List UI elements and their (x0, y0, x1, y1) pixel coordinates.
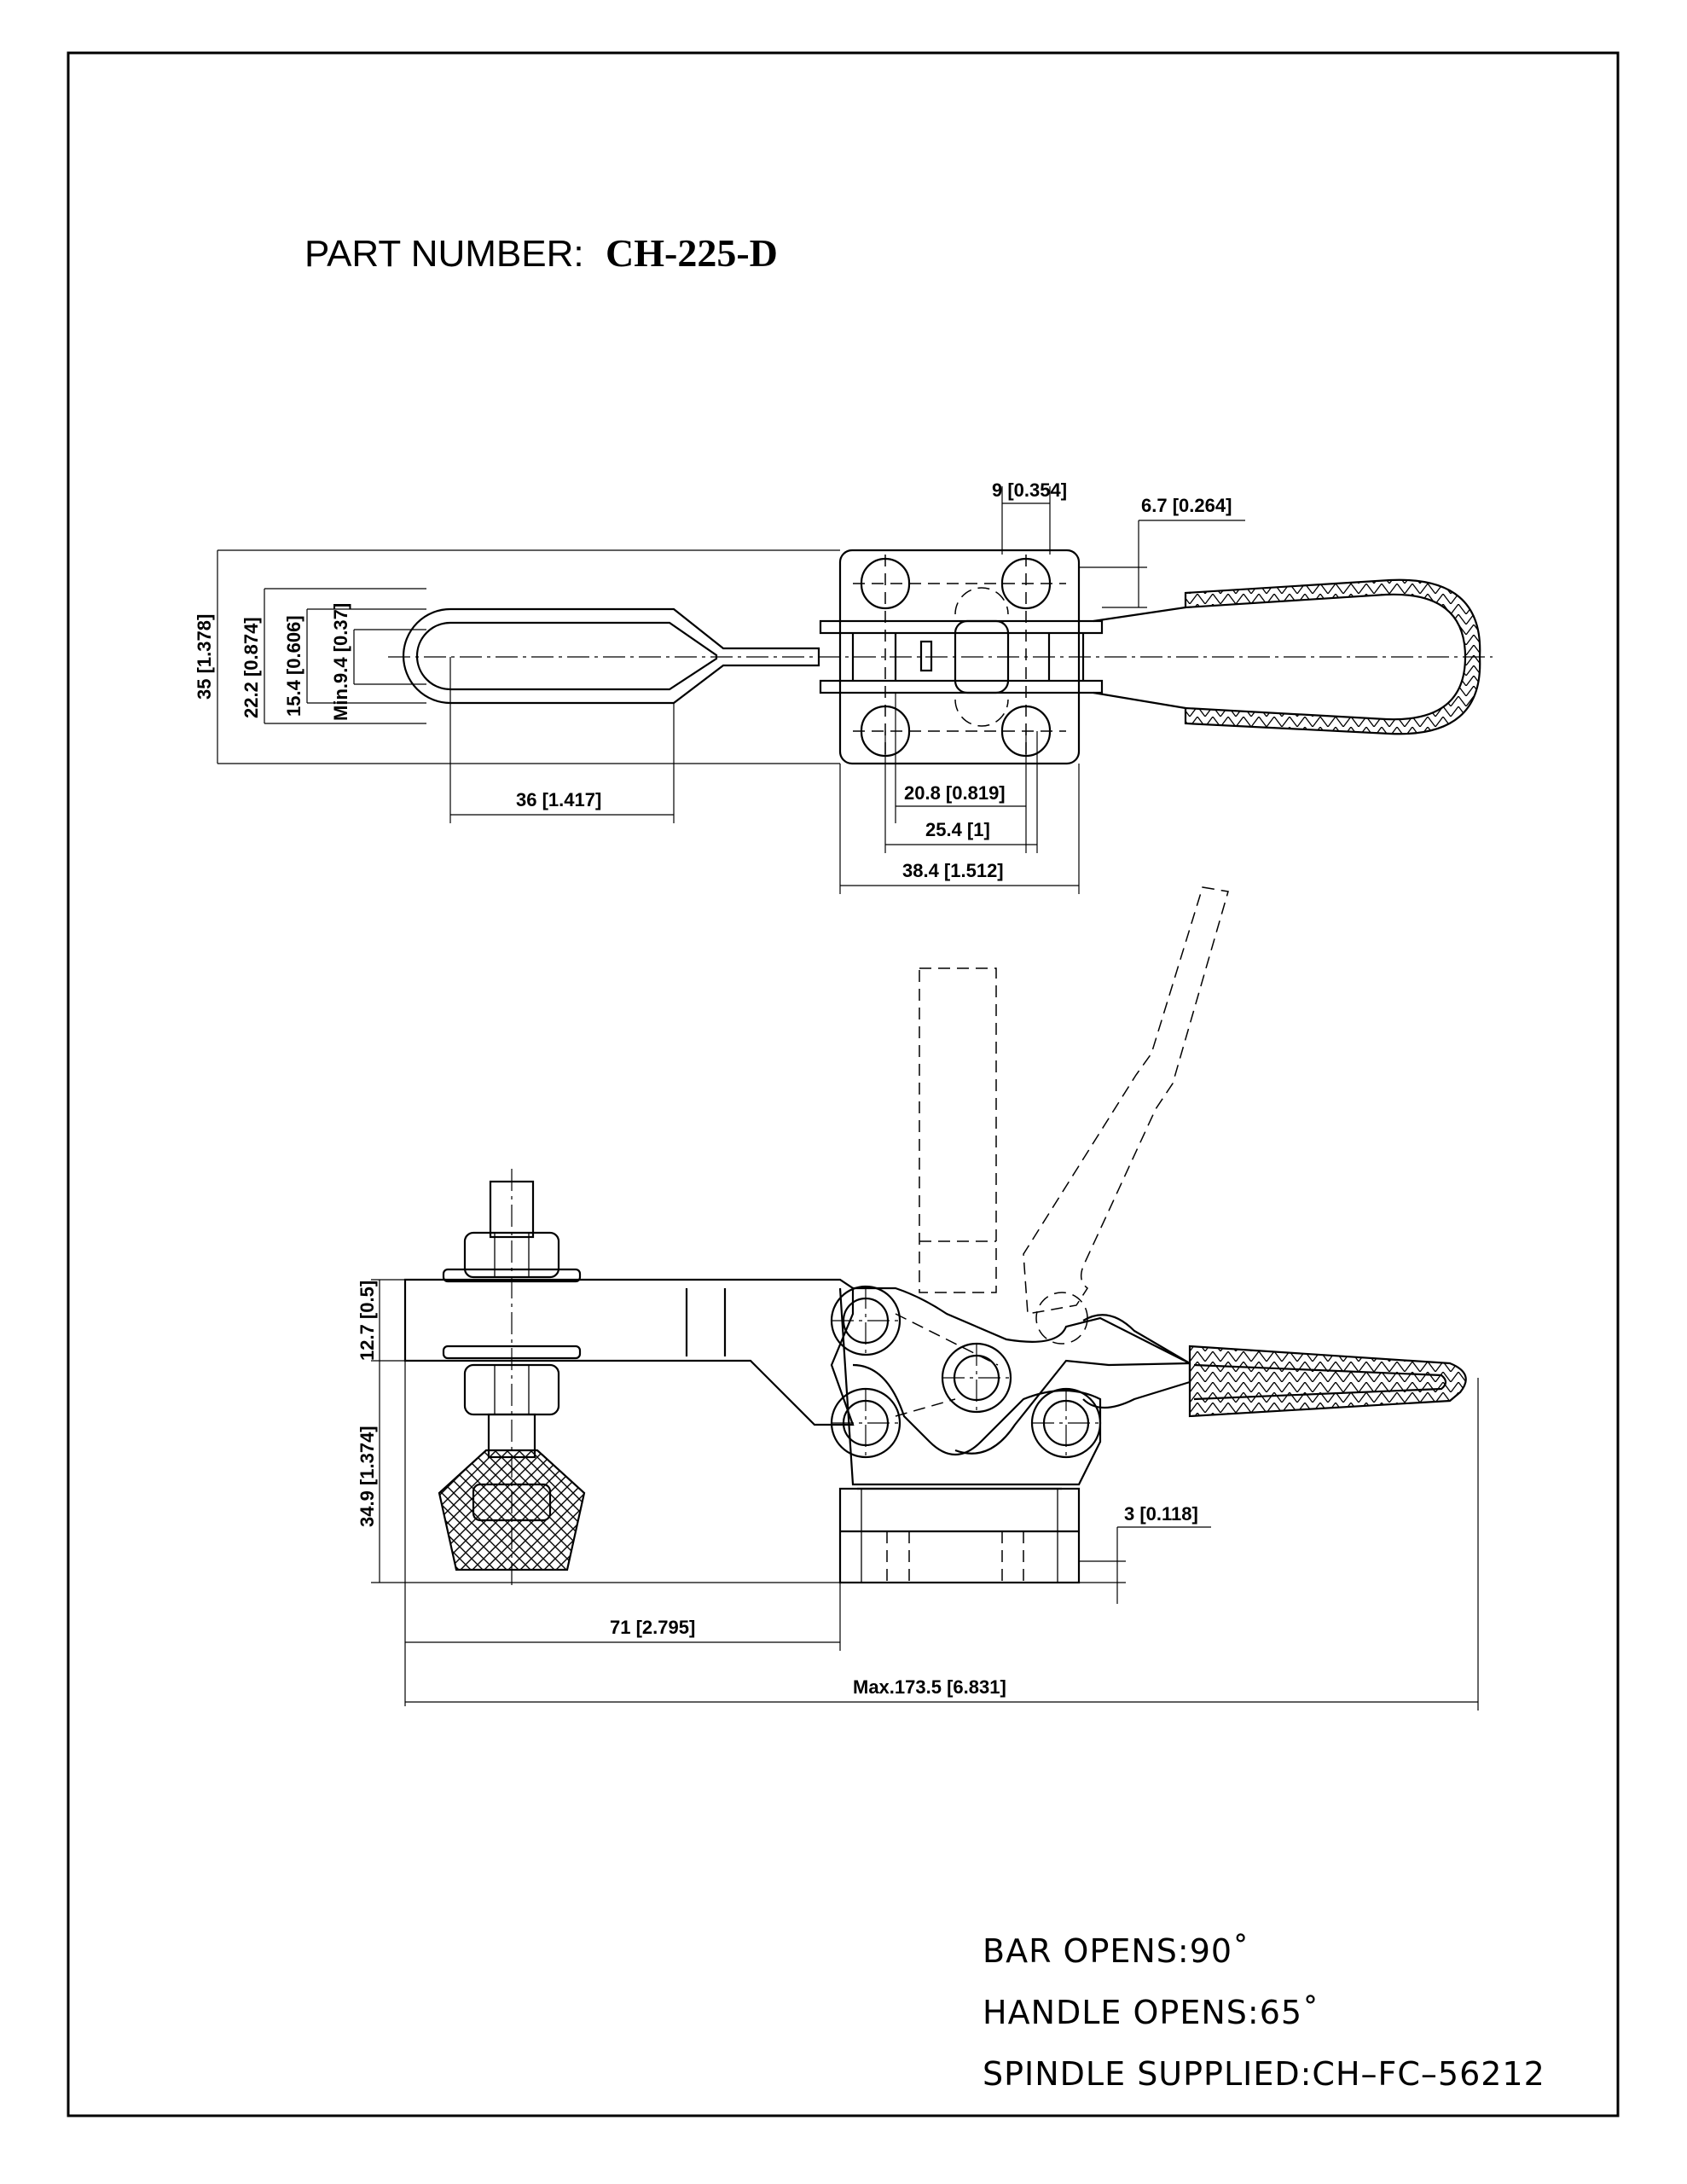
note-handle-opens: HANDLE OPENS:65˚ (983, 1994, 1319, 2031)
dim-71: 71 [2.795] (610, 1617, 695, 1638)
linkage-strap-lower (819, 679, 1104, 694)
dim-35: 35 [1.378] (194, 614, 215, 700)
dim-12-7: 12.7 [0.5] (357, 1281, 378, 1361)
side-view: 12.7 [0.5] 34.9 [1.374] 3 [0.118] 71 [2.… (357, 886, 1479, 1711)
opened-handle-phantom (1023, 886, 1229, 1315)
part-number-title: PART NUMBER: CH-225-D (304, 231, 778, 275)
part-number-label: PART NUMBER: (304, 233, 584, 275)
side-view-dimensions: 12.7 [0.5] 34.9 [1.374] 3 [0.118] 71 [2.… (357, 1279, 1479, 1711)
dim-max: Max.173.5 [6.831] (853, 1676, 1006, 1698)
dim-25-4: 25.4 [1] (925, 819, 990, 840)
dim-36: 36 [1.417] (516, 789, 601, 810)
base-plate-top (838, 549, 1081, 765)
dim-15-4: 15.4 [0.606] (283, 615, 304, 717)
link-arm (853, 1287, 1191, 1455)
dim-3: 3 [0.118] (1124, 1503, 1198, 1525)
dim-min-9-4: Min.9.4 [0.37] (330, 603, 351, 721)
handle-lever (1082, 1314, 1191, 1409)
dim-22-2: 22.2 [0.874] (241, 617, 262, 718)
clamp-bar-side (403, 1278, 855, 1426)
dim-20-8: 20.8 [0.819] (904, 782, 1006, 804)
linkage-strap-upper (819, 619, 1104, 635)
drawing-border (67, 51, 1620, 2117)
note-bar-opens: BAR OPENS:90˚ (983, 1932, 1249, 1970)
notes-block: BAR OPENS:90˚ HANDLE OPENS:65˚ SPINDLE S… (983, 1932, 1545, 2093)
base-block (838, 1487, 1081, 1584)
opened-bar-phantom (919, 967, 997, 1293)
handle-grip-side (1188, 1345, 1467, 1418)
dim-6-7: 6.7 [0.264] (1141, 495, 1232, 516)
top-view-dimensions: 9 [0.354] 6.7 [0.264] 35 [1.378] 22.2 [0… (194, 479, 1245, 894)
dim-38-4: 38.4 [1.512] (902, 860, 1004, 881)
pivot-block (954, 619, 1010, 694)
pivot-pins (830, 1285, 1102, 1459)
dim-34-9: 34.9 [1.374] (357, 1426, 378, 1527)
note-spindle-supplied: SPINDLE SUPPLIED:CH–FC–56212 (983, 2055, 1545, 2093)
part-number-value: CH-225-D (606, 231, 778, 275)
spindle-slot (919, 640, 933, 672)
handle-grip-top (1184, 578, 1481, 735)
dim-9: 9 [0.354] (992, 479, 1067, 501)
clamp-body (838, 1287, 1102, 1486)
clamp-bar-loop-inner (415, 621, 718, 691)
top-view: 9 [0.354] 6.7 [0.264] 35 [1.378] 22.2 [0… (194, 479, 1493, 894)
